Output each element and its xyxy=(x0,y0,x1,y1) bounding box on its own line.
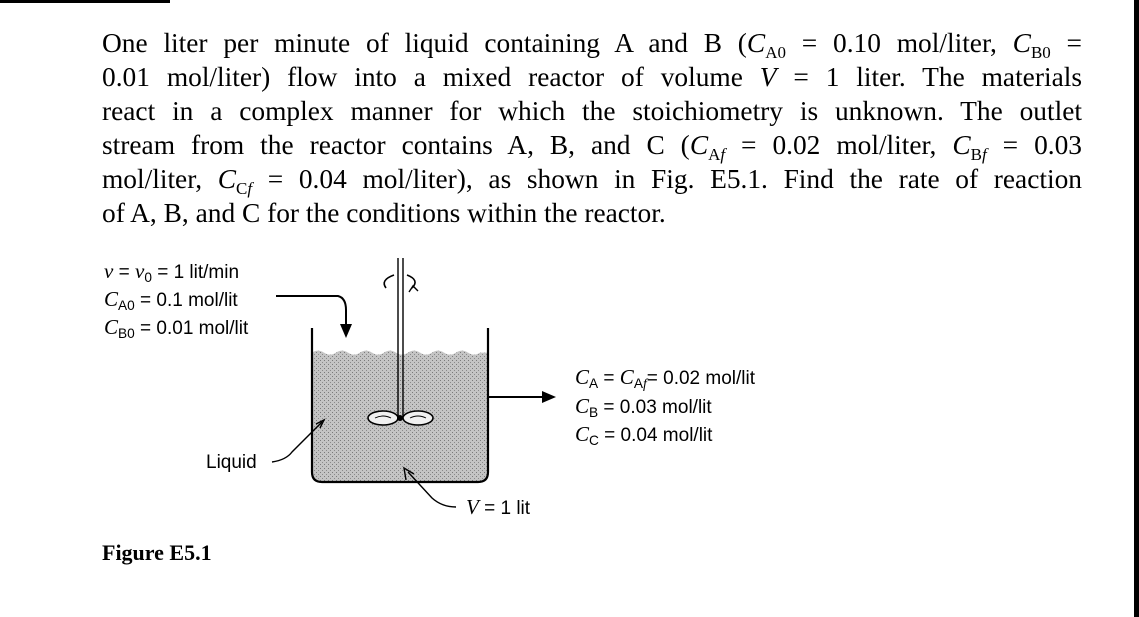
volume-label: V = 1 lit xyxy=(466,495,531,519)
inlet-flow-label: v = v0 = 1 lit/min xyxy=(104,259,240,286)
outlet-cc-label: CC = 0.04 mol/lit xyxy=(575,422,713,449)
outlet-cb-label: CB = 0.03 mol/lit xyxy=(575,394,712,421)
figure-caption: Figure E5.1 xyxy=(102,540,212,565)
problem-line-3: react in a complex manner for which the … xyxy=(102,96,1082,126)
liquid-leader xyxy=(271,421,323,463)
problem-statement: One liter per minute of liquid containin… xyxy=(102,26,1082,230)
reactor-diagram xyxy=(271,258,556,508)
reactor-figure: v = v0 = 1 lit/min CA0 = 0.1 mol/lit CB0… xyxy=(0,240,1139,560)
inlet-ca0-label: CA0 = 0.1 mol/lit xyxy=(104,287,238,314)
liquid-surface xyxy=(311,349,488,355)
page-edge-rule xyxy=(1134,0,1139,617)
impeller xyxy=(367,410,399,426)
inlet-cb0-label: CB0 = 0.01 mol/lit xyxy=(104,315,249,342)
problem-line-1: One liter per minute of liquid containin… xyxy=(102,28,1083,62)
problem-line-4: stream from the reactor contains A, B, a… xyxy=(102,130,1082,164)
top-rule xyxy=(0,0,170,3)
volume-leader xyxy=(407,471,457,508)
problem-line-5: mol/liter, CCf = 0.04 mol/liter), as sho… xyxy=(102,164,1082,198)
reactor-vessel xyxy=(310,328,490,484)
problem-line-6: of A, B, and C for the conditions within… xyxy=(102,198,666,228)
outlet-ca-label: CA = CAf= 0.02 mol/lit xyxy=(575,365,755,392)
problem-line-2: 0.01 mol/liter) flow into a mixed reacto… xyxy=(102,62,1082,92)
liquid-label: Liquid xyxy=(206,452,257,473)
rotation-arrow xyxy=(383,274,395,289)
inlet-arrow xyxy=(276,295,347,332)
